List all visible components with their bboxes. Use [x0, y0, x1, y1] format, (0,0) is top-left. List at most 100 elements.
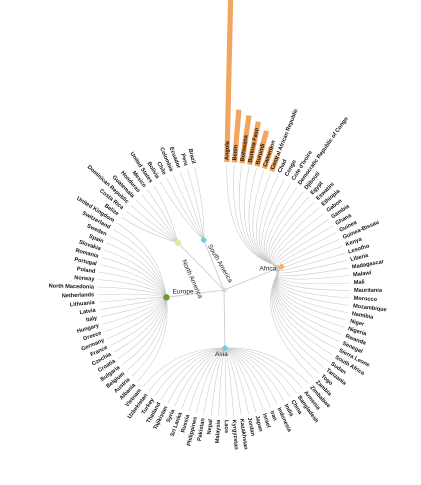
link-austria [131, 297, 167, 377]
label-benin: Benin [232, 144, 239, 161]
tree-links [98, 164, 350, 416]
link-russia [188, 347, 226, 412]
bar-burundi [254, 130, 270, 168]
link-root-europe [166, 289, 225, 298]
label-chad: Chad [277, 158, 289, 174]
region-label-africa: Africa [259, 266, 276, 273]
bar-burkina-faso [247, 121, 261, 166]
link-ethiopia [271, 207, 320, 267]
link-malawi [276, 266, 350, 280]
label-botswana: Botswana [240, 134, 250, 162]
label-namibia: Namibia [351, 311, 374, 321]
link-india [224, 347, 285, 402]
link-nepal [210, 347, 226, 416]
link-dominican-republic [130, 204, 179, 243]
link-bulgaria [122, 297, 167, 365]
label-madagascar: Madagascar [352, 259, 386, 271]
label-italy: Italy [86, 315, 99, 323]
link-kyrgyzstan [224, 347, 234, 416]
label-malawi: Malawi [353, 270, 372, 278]
label-pakistan: Pakistan [197, 417, 207, 441]
link-liberia [276, 260, 347, 274]
label-morocco: Morocco [354, 296, 378, 303]
link-vietnam [142, 347, 225, 387]
region-label-south-america: South America [206, 243, 234, 284]
link-romania [102, 257, 167, 298]
link-germany [107, 297, 167, 339]
link-tanzania [272, 266, 324, 368]
link-japan [224, 347, 257, 412]
node-north-america [174, 239, 182, 246]
region-label-europe: Europe [172, 288, 194, 295]
link-turkey [154, 347, 226, 396]
link-united-kingdom [117, 222, 167, 298]
label-kenya: Kenya [345, 236, 364, 248]
label-north-macedonia: North Macedonia [49, 283, 95, 290]
link-spain [106, 242, 167, 298]
label-spain: Spain [88, 234, 105, 245]
label-israel: Israel [261, 413, 271, 429]
link-brazil [194, 167, 205, 240]
label-lithuania: Lithuania [70, 300, 96, 308]
link-croatia [118, 297, 167, 359]
link-lithuania [98, 297, 167, 303]
link-guinea-bissau [275, 238, 340, 269]
label-peru: Peru [179, 153, 189, 167]
label-brazil: Brazil [187, 148, 196, 165]
link-bangladesh [224, 347, 297, 394]
link-latvia [99, 297, 167, 310]
node-africa [278, 263, 285, 271]
label-mozambique: Mozambique [353, 303, 387, 313]
label-russia: Russia [180, 413, 191, 433]
link-china [224, 347, 291, 398]
link-sri-lanka [181, 347, 226, 409]
link-united-states [153, 185, 179, 243]
link-norway [98, 279, 167, 298]
bar-benin [231, 109, 242, 163]
link-costa-rica [125, 210, 179, 243]
value-bars [224, 0, 280, 173]
label-jordan: Jordan [246, 417, 256, 437]
link-poland [99, 271, 167, 298]
link-indonesia [224, 347, 278, 405]
node-root [221, 287, 227, 293]
link-lesotho [276, 253, 345, 272]
bar-cameroon [261, 145, 275, 170]
link-jordan [224, 347, 249, 414]
link-central-african-republic [255, 172, 282, 267]
link-armenia [224, 347, 303, 389]
label-kyrgyzstan: Kyrgyzstan [230, 419, 238, 450]
link-malaysia [218, 347, 226, 416]
link-tajikistan [167, 347, 226, 404]
link-mexico [147, 189, 179, 243]
node-asia [221, 344, 229, 352]
bar-central-african-republic [269, 155, 280, 173]
link-syria [174, 347, 226, 407]
link-france [110, 297, 167, 346]
region-label-asia: Asia [215, 351, 228, 358]
link-guinea [274, 232, 337, 269]
link-switzerland [113, 229, 167, 298]
link-morocco [276, 266, 350, 299]
label-mali: Mali [354, 279, 366, 286]
link-albania [137, 297, 168, 382]
link-israel [224, 347, 264, 410]
label-syria: Syria [166, 408, 177, 424]
link-pakistan [203, 347, 226, 415]
label-niger: Niger [349, 319, 365, 328]
link-netherlands [98, 293, 167, 298]
link-ecuador [179, 171, 204, 241]
link-honduras [141, 194, 179, 243]
label-portugal: Portugal [74, 257, 98, 268]
link-belize [121, 216, 179, 243]
link-gambia [273, 219, 329, 268]
label-kazakhstan: Kazakhstan [238, 418, 248, 450]
link-guatemala [135, 199, 179, 243]
label-greece: Greece [82, 330, 102, 342]
link-bolivia [159, 181, 204, 241]
label-chile: Chile [155, 161, 167, 176]
link-italy [100, 297, 167, 318]
link-root-africa [223, 266, 282, 291]
